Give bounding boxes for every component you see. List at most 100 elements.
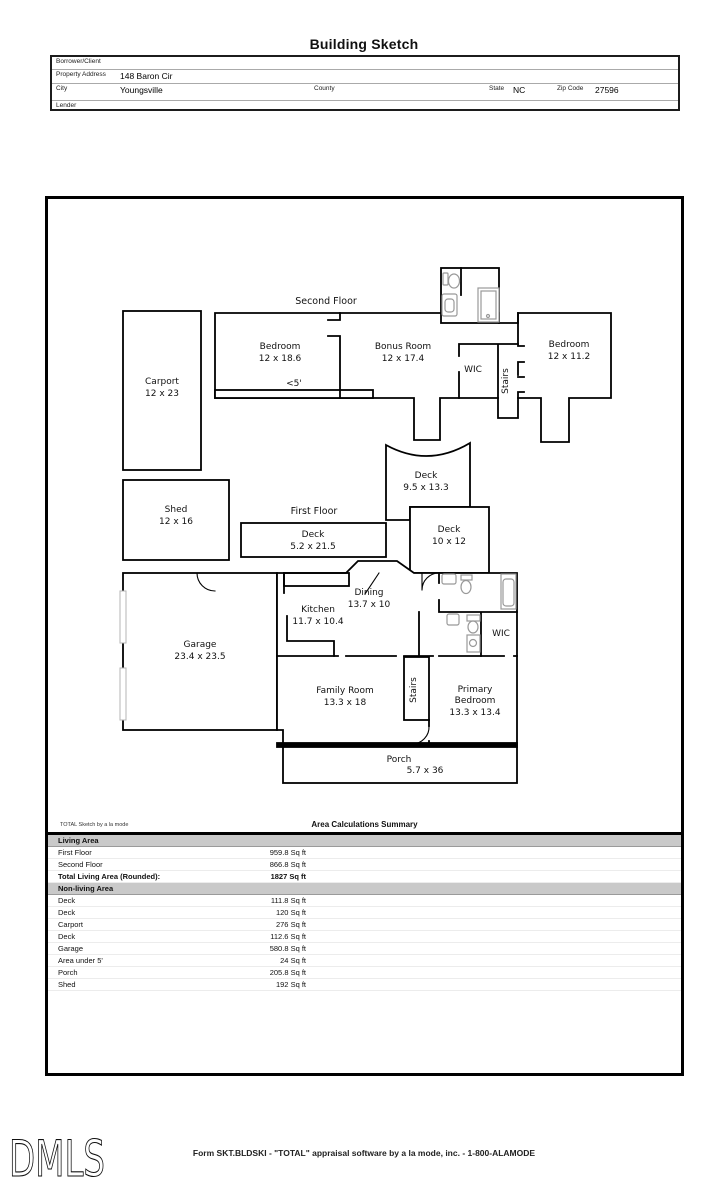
- bonus-room-label: Bonus Room: [375, 342, 431, 352]
- stairs-first-outline: [403, 656, 430, 721]
- borrower-row: Borrower/Client: [52, 57, 678, 69]
- wic-first-label: WIC: [492, 629, 510, 639]
- state-label: State: [489, 85, 505, 92]
- family-room-label: Family Room: [316, 686, 373, 696]
- first-floor-title: First Floor: [291, 506, 338, 517]
- table-row: Area under 5' 24 Sq ft: [48, 955, 681, 967]
- stairs-second-label: Stairs: [501, 368, 511, 394]
- deck-rect-dims: 5.2 x 21.5: [290, 542, 335, 552]
- shed-dims: 12 x 16: [159, 517, 193, 527]
- row-value: 866.8 Sq ft: [269, 860, 306, 869]
- second-floor-title: Second Floor: [295, 296, 357, 307]
- row-value: 205.8 Sq ft: [269, 968, 306, 977]
- carport-label: Carport: [145, 377, 179, 387]
- row-value: 24 Sq ft: [280, 956, 306, 965]
- address-value: 148 Baron Cir: [120, 71, 173, 81]
- deck-curved-dims: 9.5 x 13.3: [403, 483, 448, 493]
- porch-dims: 5.7 x 36: [407, 766, 444, 776]
- area-calculations-summary: TOTAL Sketch by a la mode Area Calculati…: [48, 817, 681, 991]
- carport-outline: [122, 310, 202, 471]
- property-info-form: Borrower/Client Property Address 148 Bar…: [50, 55, 680, 111]
- lender-row: Lender: [52, 100, 678, 112]
- kitchen-dims: 11.7 x 10.4: [292, 617, 343, 627]
- stairs-first-label: Stairs: [409, 677, 419, 703]
- porch-outline: [282, 746, 518, 784]
- total-living-area-row: Total Living Area (Rounded): 1827 Sq ft: [48, 871, 681, 883]
- row-value: 276 Sq ft: [275, 920, 306, 929]
- address-row: Property Address 148 Baron Cir: [52, 69, 678, 83]
- family-room-dims: 13.3 x 18: [324, 698, 367, 708]
- bonus-room-dims: 12 x 17.4: [382, 354, 425, 364]
- page-title: Building Sketch: [309, 36, 419, 52]
- dmls-logo-text: DMLS: [9, 1130, 105, 1188]
- row-label: Deck: [58, 908, 76, 917]
- primary-bedroom-dims: 13.3 x 13.4: [449, 708, 500, 718]
- garage-outline: [122, 572, 278, 731]
- row-value: 959.8 Sq ft: [269, 848, 306, 857]
- bedroom-right-label: Bedroom: [549, 340, 590, 350]
- row-value: 120 Sq ft: [275, 908, 306, 917]
- table-row: First Floor 959.8 Sq ft: [48, 847, 681, 859]
- wic-second-label: WIC: [464, 365, 482, 375]
- kitchen-label: Kitchen: [301, 605, 335, 615]
- table-row: Shed 192 Sq ft: [48, 979, 681, 991]
- county-label: County: [314, 85, 335, 92]
- living-area-band: Living Area: [48, 835, 681, 847]
- deck-curved-label: Deck: [415, 471, 438, 481]
- table-row: Carport 276 Sq ft: [48, 919, 681, 931]
- table-row: Deck 112.6 Sq ft: [48, 931, 681, 943]
- sketch-container: Second Floor Carport 12 x 23 Bedroom 12 …: [45, 196, 684, 1076]
- deck-small-dims: 10 x 12: [432, 537, 466, 547]
- row-label: Porch: [58, 968, 78, 977]
- row-value: 1827 Sq ft: [270, 872, 306, 881]
- form-credit-line: Form SKT.BLDSKI - "TOTAL" appraisal soft…: [192, 1148, 536, 1158]
- deck-rect-label: Deck: [302, 530, 325, 540]
- row-label: Garage: [58, 944, 84, 953]
- table-row: Second Floor 866.8 Sq ft: [48, 859, 681, 871]
- row-value: 112.6 Sq ft: [270, 932, 306, 941]
- row-label: Second Floor: [58, 860, 103, 869]
- table-row: Porch 205.8 Sq ft: [48, 967, 681, 979]
- row-label: Carport: [58, 920, 84, 929]
- row-label: Deck: [58, 932, 76, 941]
- table-row: Deck 111.8 Sq ft: [48, 895, 681, 907]
- under-five-label: <5': [286, 379, 302, 389]
- dining-dims: 13.7 x 10: [348, 600, 391, 610]
- carport-dims: 12 x 23: [145, 389, 179, 399]
- row-label: Total Living Area (Rounded):: [58, 872, 161, 881]
- zip-label: Zip Code: [557, 85, 584, 92]
- table-row: Deck 120 Sq ft: [48, 907, 681, 919]
- city-value: Youngsville: [120, 85, 163, 95]
- dining-label: Dining: [354, 588, 383, 598]
- borrower-label: Borrower/Client: [56, 58, 101, 65]
- non-living-area-band: Non-living Area: [48, 883, 681, 895]
- lender-label: Lender: [56, 102, 77, 109]
- primary-bedroom-line1: Primary: [458, 685, 493, 695]
- summary-title: Area Calculations Summary: [311, 820, 418, 829]
- deck-rect-outline: [240, 522, 387, 558]
- row-label: Area under 5': [58, 956, 103, 965]
- state-value: NC: [513, 85, 526, 95]
- bedroom-left-dims: 12 x 18.6: [259, 354, 302, 364]
- first-floor-outline: [276, 560, 518, 746]
- dmls-logo: DMLS: [8, 1129, 105, 1188]
- floor-plan-drawing: Second Floor Carport 12 x 23 Bedroom 12 …: [119, 267, 612, 784]
- zip-value: 27596: [595, 85, 619, 95]
- city-row: City Youngsville County State NC Zip Cod…: [52, 83, 678, 100]
- total-sketch-watermark: TOTAL Sketch by a la mode: [60, 822, 129, 828]
- deck-small-outline: [409, 506, 490, 574]
- address-label: Property Address: [56, 71, 106, 78]
- row-value: 580.8 Sq ft: [269, 944, 306, 953]
- city-label: City: [56, 85, 68, 92]
- summary-header: TOTAL Sketch by a la mode Area Calculati…: [48, 817, 681, 835]
- deck-small-label: Deck: [438, 525, 461, 535]
- porch-label: Porch: [387, 755, 412, 765]
- shed-outline: [122, 479, 230, 561]
- row-label: First Floor: [58, 848, 92, 857]
- row-label: Shed: [58, 980, 76, 989]
- garage-label: Garage: [184, 640, 217, 650]
- bedroom-left-label: Bedroom: [260, 342, 301, 352]
- primary-bedroom-line2: Bedroom: [455, 696, 496, 706]
- under-five-strip: [214, 389, 374, 399]
